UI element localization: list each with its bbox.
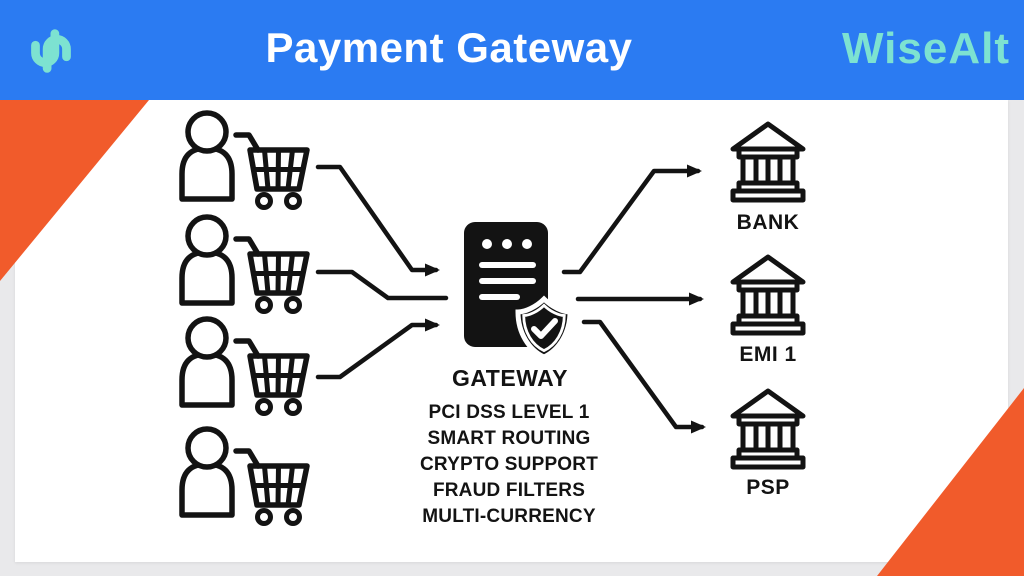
page-title: Payment Gateway [265,24,633,72]
destination-emi-label: EMI 1 [739,343,796,366]
arrow-customer3-to-gateway [315,318,440,380]
arrow-gateway-to-psp [581,319,706,434]
wisealt-swirl-icon [31,29,71,73]
bank-icon [733,391,803,467]
arrow-customer1-to-gateway [315,164,440,277]
bank-icon [733,257,803,333]
wisealt-wordmark: WiseAlt [842,24,1010,73]
feature-routing: SMART ROUTING [427,428,590,449]
customer-4-person-cart-icon [182,429,307,524]
customer-2-person-cart-icon [182,217,307,312]
destination-bank-label: BANK [737,211,800,234]
feature-pci: PCI DSS LEVEL 1 [428,402,589,423]
feature-crypto: CRYPTO SUPPORT [420,454,598,475]
feature-fraud: FRAUD FILTERS [433,480,585,501]
arrow-gateway-to-bank [561,164,702,275]
arrow-customer2-to-gateway [315,269,449,301]
header-bar: Payment Gateway WiseAlt [0,0,1024,100]
shield-check-icon [515,295,573,360]
customer-3-person-cart-icon [182,319,307,414]
customer-1-person-cart-icon [182,113,307,208]
destination-psp-label: PSP [746,476,790,499]
bank-icon [733,124,803,200]
feature-currency: MULTI-CURRENCY [422,506,596,527]
gateway-label: GATEWAY [452,365,568,391]
